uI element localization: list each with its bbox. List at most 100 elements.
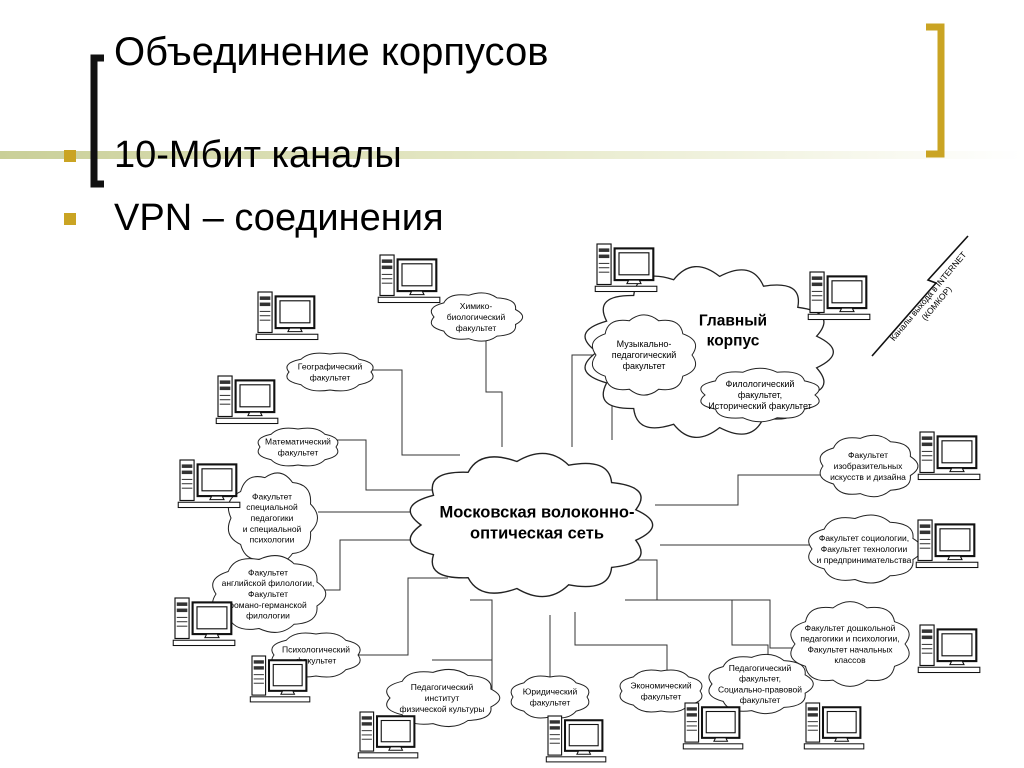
center-cloud-label-line: оптическая сеть <box>470 524 604 542</box>
link-line <box>366 369 460 456</box>
slide-title: Объединение корпусов <box>114 30 549 74</box>
computer-icon <box>917 624 981 674</box>
faculty-cloud-label-line: изобразительных <box>834 461 904 471</box>
faculty-cloud-label-line: Социально-правовой <box>718 684 802 694</box>
faculty-cloud-label-line: Экономический <box>630 681 692 691</box>
link-line <box>655 474 826 506</box>
faculty-cloud-label-line: педагогики <box>251 513 294 523</box>
faculty-cloud <box>286 352 374 392</box>
link-line <box>310 539 430 591</box>
center-cloud-label: Московская волоконно-оптическая сеть <box>439 503 634 542</box>
faculty-cloud-label-line: Факультет <box>252 491 292 501</box>
computer-icon <box>215 375 279 425</box>
link-line <box>571 354 598 447</box>
faculty-cloud <box>819 434 919 498</box>
link-line <box>336 439 440 491</box>
link-line <box>470 599 493 660</box>
main-unit-label-line: Исторический факультет <box>708 401 812 411</box>
faculty-cloud-label-line: факультет <box>456 323 497 333</box>
faculty-cloud-label: Педагогическийфакультет,Социально-правов… <box>718 663 802 705</box>
main-building-title-line: Главный <box>699 312 767 329</box>
main-unit-cloud <box>591 314 697 396</box>
computer-icon <box>915 519 979 569</box>
center-cloud-label-line: Московская волоконно- <box>439 503 634 521</box>
faculty-cloud-label-line: Факультет <box>248 567 288 577</box>
faculty-cloud-label-line: филологии <box>246 611 290 621</box>
faculty-cloud-label-line: романо-германской <box>229 600 307 610</box>
bullet-1: 10-Мбит каналы <box>114 134 402 176</box>
faculty-cloud <box>227 472 318 564</box>
internet-label: Каналы выхода в INTERNET(КОМКОР) <box>888 250 968 343</box>
link-line <box>485 330 503 447</box>
link-line <box>352 577 448 656</box>
computer-icon <box>172 597 236 647</box>
faculty-cloud-label-line: Факультет <box>848 450 888 460</box>
left-bracket <box>90 54 104 188</box>
faculty-cloud-label-line: биологический <box>447 312 506 322</box>
faculty-cloud-label-line: факультет, <box>739 674 781 684</box>
computer-icon <box>249 655 311 703</box>
faculty-cloud-label-line: Педагогический <box>411 682 474 692</box>
right-bracket <box>926 23 945 158</box>
faculty-cloud-label-line: Факультет социологии, <box>819 533 909 543</box>
faculty-cloud-label-line: факультет <box>310 372 351 382</box>
faculty-cloud-label-line: Факультет дошкольной <box>805 623 896 633</box>
computer-icon <box>682 702 744 750</box>
faculty-cloud-label-line: факультет <box>278 447 319 457</box>
faculty-cloud-label-line: Факультет начальных <box>807 644 893 654</box>
faculty-cloud-label-line: педагогики и психологии, <box>800 634 899 644</box>
faculty-cloud-label-line: специальной <box>246 502 298 512</box>
computer-icon <box>917 431 981 481</box>
faculty-cloud-label-line: факультет <box>740 695 781 705</box>
faculty-cloud <box>790 601 910 687</box>
main-building-title-line: корпус <box>707 332 760 349</box>
faculty-cloud-label-line: факультет <box>530 697 571 707</box>
main-unit-label-line: Филологический <box>726 379 795 389</box>
bullet-marker <box>64 213 76 225</box>
computer-icon <box>807 271 871 321</box>
faculty-cloud-label-line: физической культуры <box>399 704 484 714</box>
faculty-cloud-label-line: и специальной <box>243 524 302 534</box>
faculty-cloud-label-line: Математический <box>265 437 331 447</box>
main-building-title: Главный корпус <box>699 312 767 349</box>
faculty-cloud-label-line: Педагогический <box>729 663 792 673</box>
internet-label-line: Каналы выхода в INTERNET <box>888 250 968 343</box>
faculty-cloud-label-line: психологии <box>250 535 295 545</box>
main-unit-cloud <box>700 367 820 423</box>
faculty-cloud-label-line: Факультет технологии <box>821 544 908 554</box>
computer-icon <box>545 715 607 763</box>
faculty-cloud <box>212 555 327 633</box>
faculty-cloud <box>430 292 524 342</box>
main-unit-label-line: педагогический <box>612 350 677 360</box>
faculty-cloud-label-line: Психологический <box>282 645 350 655</box>
faculty-cloud <box>619 669 703 713</box>
main-unit-label-line: Музыкально- <box>617 339 672 349</box>
computer-icon <box>255 291 319 341</box>
faculty-cloud-label-line: Факультет <box>248 589 288 599</box>
computer-icon <box>377 254 441 304</box>
faculty-cloud-label-line: английской филологии, <box>222 578 315 588</box>
computer-icon <box>594 243 658 293</box>
faculty-cloud <box>257 427 339 467</box>
bullet-2: VPN – соединения <box>114 197 444 239</box>
main-unit-label-line: факультет, <box>738 390 782 400</box>
faculty-cloud <box>510 675 590 719</box>
link-line <box>636 559 796 649</box>
faculty-cloud-label-line: классов <box>834 655 866 665</box>
faculty-cloud-label-line: Химико- <box>460 301 493 311</box>
faculty-cloud-label-line: факультет <box>296 655 337 665</box>
